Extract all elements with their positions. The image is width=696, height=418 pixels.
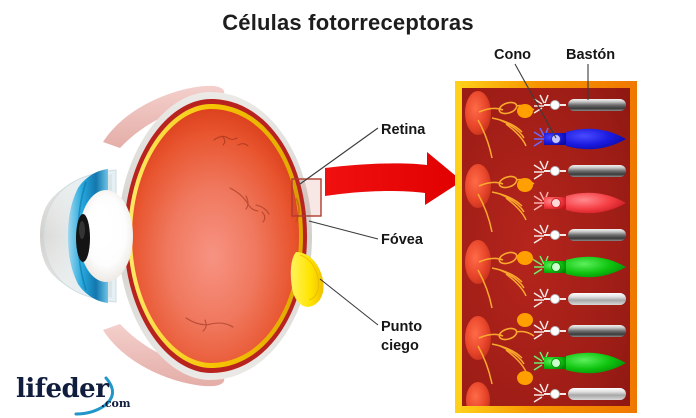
photoreceptor-rod (533, 224, 626, 244)
photoreceptor-cone-green (533, 351, 626, 374)
lens (79, 190, 133, 282)
photoreceptor-cone-green (533, 255, 626, 278)
label-cono: Cono (494, 47, 532, 63)
label-baston: Bastón (566, 47, 616, 63)
logo-swoosh (74, 376, 114, 416)
label-retina: Retina (381, 122, 426, 138)
bipolar-neuron-network (477, 101, 535, 385)
fovea-highlight-box (291, 178, 322, 217)
callout-lines (299, 127, 379, 326)
retinal-vessels (185, 135, 270, 332)
fovea-region (295, 197, 300, 223)
label-punto-ciego: Punto ciego (381, 319, 423, 355)
page-title: Células fotorreceptoras (222, 10, 474, 35)
photoreceptor-cone-blue (533, 127, 626, 150)
vitreous-body (132, 109, 300, 363)
zoom-arrow (325, 152, 462, 205)
photoreceptor-rod (533, 288, 626, 308)
blind-spot (290, 252, 324, 307)
photoreceptor-rod (533, 383, 626, 403)
logo-suffix: .com (101, 397, 131, 410)
pupil (76, 214, 90, 262)
cell-callout-lines (514, 63, 589, 139)
logo-wordmark: lifeder (16, 374, 109, 404)
retina-cells-group (465, 91, 626, 406)
photoreceptor-rod (533, 320, 626, 340)
photoreceptor-rod (533, 160, 626, 180)
photoreceptor-cone-red (533, 191, 626, 214)
pigment-epithelium-blobs (465, 91, 491, 406)
label-fovea: Fóvea (381, 232, 423, 248)
lifeder-logo[interactable]: lifeder .com (16, 374, 146, 414)
ganglion-cell-bodies (517, 104, 533, 385)
panel-dot-strip (457, 84, 461, 410)
photoreceptor-rod (533, 94, 626, 114)
